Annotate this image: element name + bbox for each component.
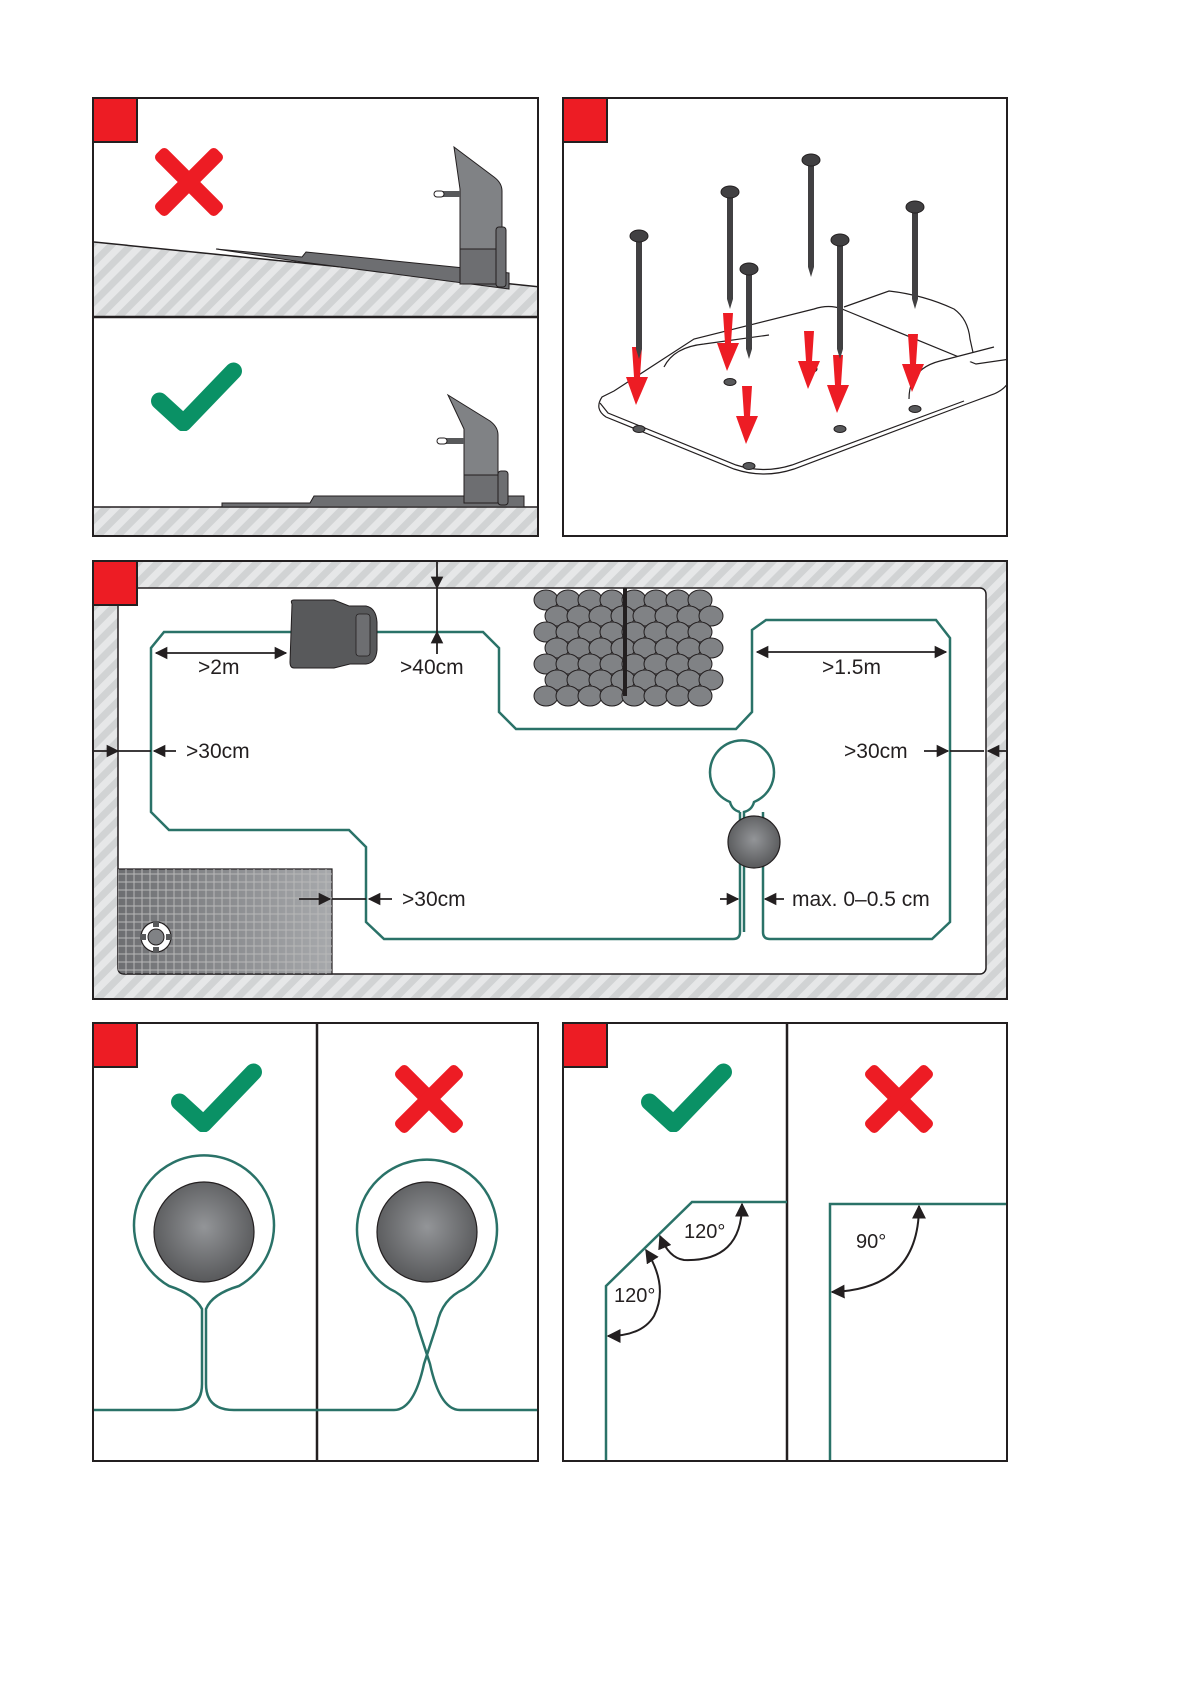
angle-label-1: 120°	[684, 1221, 725, 1243]
wire-gap-label: max. 0–0.5 cm	[792, 888, 930, 911]
dock-distance-label: >2m	[198, 656, 239, 679]
step-badge	[564, 1024, 608, 1068]
step-badge	[564, 99, 608, 143]
wall-top-label: >40cm	[400, 656, 464, 679]
charging-station-level	[222, 395, 524, 507]
pegs-illustration	[564, 99, 1008, 537]
narrow-passage-label: >1.5m	[822, 656, 881, 679]
level-ground	[94, 507, 539, 537]
paving-stone	[666, 686, 690, 706]
pool	[118, 869, 332, 974]
slope-panel	[92, 97, 539, 537]
step-badge	[94, 1024, 138, 1068]
rock-obstacle	[377, 1182, 477, 1282]
cross-icon	[393, 1063, 465, 1135]
pegs-panel	[562, 97, 1008, 537]
island-panel	[92, 1022, 539, 1462]
check-icon	[650, 1072, 724, 1124]
island-illustration	[94, 1024, 539, 1462]
base-plate	[599, 291, 1008, 474]
left-wall-label: >30cm	[186, 740, 250, 763]
step-badge	[94, 99, 138, 143]
cross-icon	[863, 1063, 935, 1135]
paving-stone	[534, 686, 558, 706]
stone-paving	[534, 588, 723, 706]
pool-distance-label: >30cm	[402, 888, 466, 911]
check-icon	[180, 1072, 254, 1124]
rock-obstacle	[154, 1182, 254, 1282]
angle-label-90: 90°	[856, 1231, 886, 1253]
charging-station	[290, 600, 377, 668]
paving-stone	[578, 686, 602, 706]
corner-angles-illustration: 120° 120° 90°	[564, 1024, 1008, 1462]
check-icon	[160, 371, 234, 423]
paving-stone	[688, 686, 712, 706]
paving-stone	[644, 686, 668, 706]
right-wall-label: >30cm	[844, 740, 908, 763]
paving-stone	[556, 686, 580, 706]
cross-icon	[153, 146, 225, 218]
paving-stone	[600, 686, 624, 706]
slope-illustration	[94, 99, 539, 537]
angle-label-2: 120°	[614, 1285, 655, 1307]
rock-obstacle	[728, 816, 780, 868]
layout-panel: >2m >40cm >1.5m >30cm >30cm >30cm max. 0…	[92, 560, 1008, 1000]
corners-panel: 120° 120° 90°	[562, 1022, 1008, 1462]
step-badge	[94, 562, 138, 606]
lawn-layout-plan: >2m >40cm >1.5m >30cm >30cm >30cm max. 0…	[94, 562, 1008, 1000]
paving-joint	[623, 588, 627, 696]
